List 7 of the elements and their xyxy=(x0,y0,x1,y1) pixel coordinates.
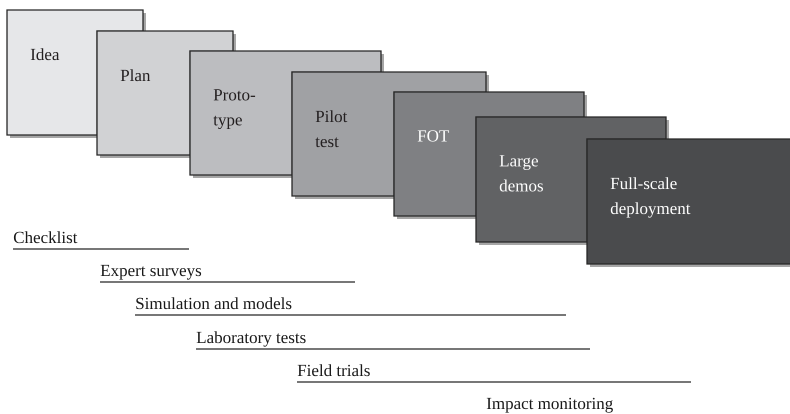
method-label: Impact monitoring xyxy=(486,398,613,413)
method-label: Field trials xyxy=(298,364,370,376)
method-label: Laboratory tests xyxy=(196,331,306,347)
method-label: Checklist xyxy=(14,231,78,244)
method-label: Simulation and models xyxy=(136,297,292,310)
stage-card: Full-scale deployment xyxy=(586,138,790,267)
method-label: Expert surveys xyxy=(100,264,202,280)
